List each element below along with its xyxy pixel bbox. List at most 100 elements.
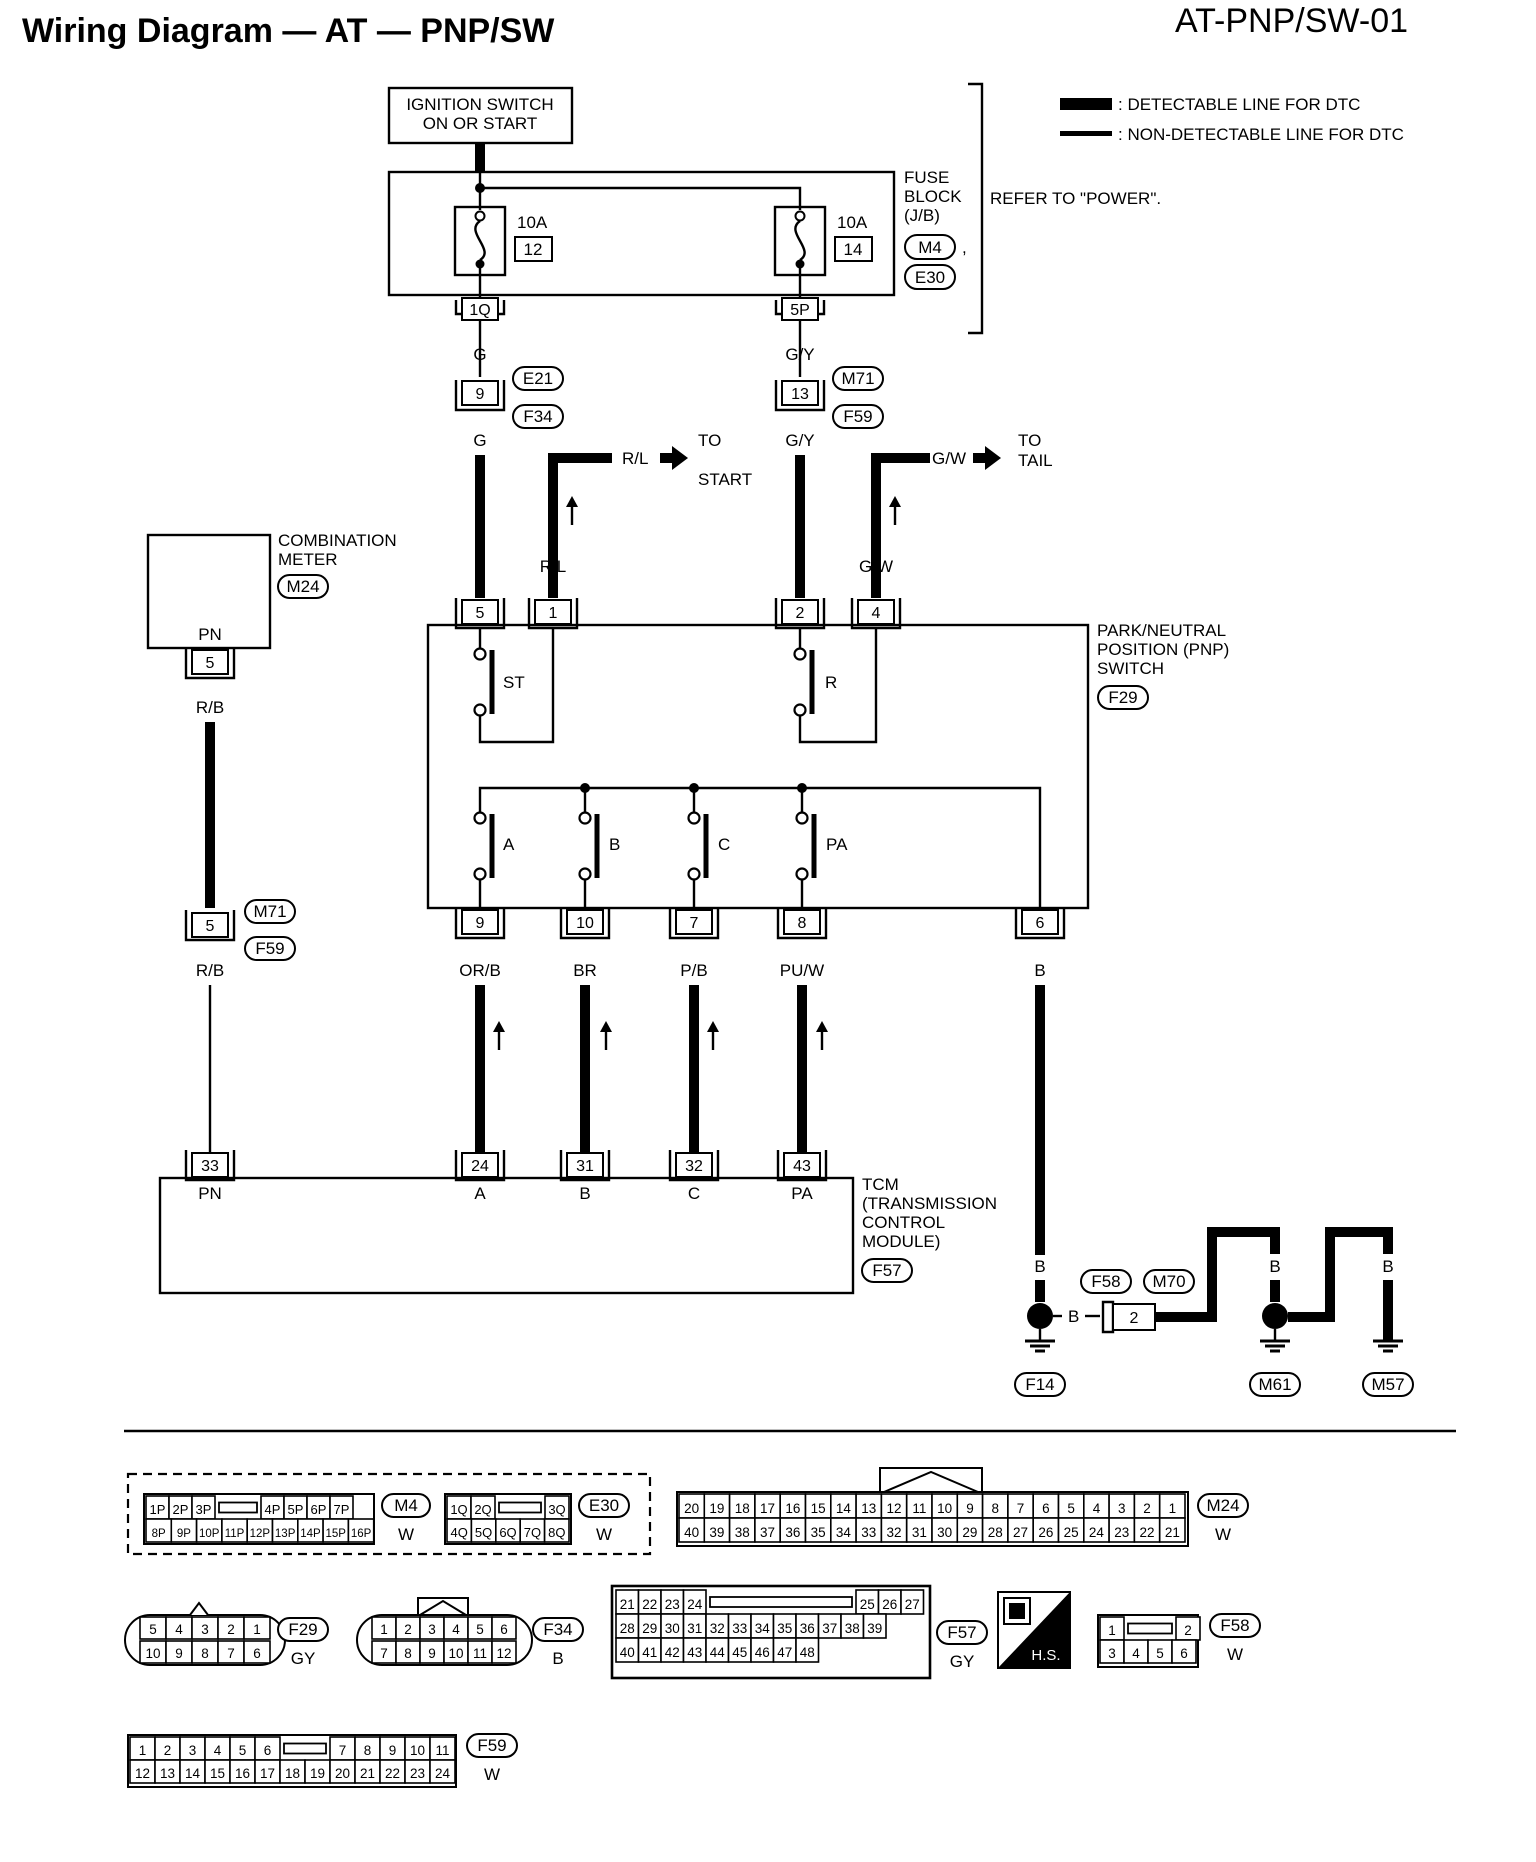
- pnp-top-pin-1: 1: [549, 605, 558, 622]
- fuse-block-label-2: BLOCK: [904, 187, 962, 206]
- ground-section: B B F14 2 F58 M70 B B M61 B B: [1014, 1227, 1414, 1397]
- connector-cell-label: 23: [665, 1597, 680, 1612]
- tcm-pin-43: 43: [793, 1158, 811, 1175]
- fuse-left-amp: 10A: [517, 213, 548, 232]
- connector-cell-label: 31: [687, 1621, 702, 1636]
- fuse-right-pin: 5P: [790, 302, 810, 319]
- meter-terminal-pn: PN: [198, 625, 222, 644]
- fuse-left-pin: 1Q: [469, 302, 490, 319]
- connector-cell-label: 44: [710, 1645, 726, 1660]
- connector-cell-label: 19: [310, 1766, 325, 1781]
- conn-f34-color: B: [552, 1649, 563, 1668]
- connector-cell-label: 8: [404, 1646, 412, 1661]
- fuse-block-label-1: FUSE: [904, 168, 949, 187]
- connector-cell-label: 11: [435, 1743, 449, 1758]
- connector-cell: [1032, 1517, 1060, 1543]
- connector-cell-label: 29: [642, 1621, 657, 1636]
- connector-cell-label: 32: [710, 1621, 725, 1636]
- connector-cell: [981, 1493, 1009, 1519]
- diagram-title: Wiring Diagram — AT — PNP/SW: [22, 12, 555, 50]
- fuse-block-conn-m4: M4: [918, 238, 942, 257]
- connector-cell-label: 21: [1165, 1525, 1180, 1540]
- connector-cell-label: 8: [201, 1646, 209, 1661]
- connector-cell-label: 3: [1118, 1501, 1126, 1516]
- wiring-lower: OR/B BR P/B PU/W B: [459, 961, 1046, 1255]
- connector-cell-label: 4: [175, 1622, 183, 1637]
- connector-cell-label: 47: [777, 1645, 792, 1660]
- conn-e30-color: W: [596, 1525, 612, 1544]
- connector-cell-label: 22: [385, 1766, 400, 1781]
- connector-cell: [862, 1613, 887, 1639]
- conn-f57-name: F57: [947, 1623, 976, 1642]
- conn-f34-name: F34: [543, 1620, 572, 1639]
- connector-cell-label: 14: [185, 1766, 201, 1781]
- pnp-top-pin-4: 4: [872, 605, 881, 622]
- connector-cell: [491, 1640, 517, 1664]
- tcm-label-2: (TRANSMISSION: [862, 1194, 997, 1213]
- legend-non-detectable-label: : NON-DETECTABLE LINE FOR DTC: [1118, 125, 1404, 144]
- connector-cell: [429, 1759, 456, 1784]
- connector-cell-label: 6: [253, 1646, 261, 1661]
- fuse-block-label-3: (J/B): [904, 206, 940, 225]
- connector-cell-label: 41: [642, 1645, 657, 1660]
- connector-cell-label: 29: [962, 1525, 977, 1540]
- connector-cell-label: 15P: [326, 1528, 347, 1540]
- connector-cell-label: 5P: [288, 1502, 304, 1517]
- ground-joint-pin: 2: [1130, 1310, 1139, 1327]
- ground-joint-conn-m70: M70: [1152, 1272, 1185, 1291]
- connector-cell-label: 1Q: [450, 1502, 467, 1517]
- connector-cell-label: 2P: [173, 1502, 189, 1517]
- pnp-bottom-pin-6: 6: [1036, 915, 1045, 932]
- connector-cell-label: 5: [239, 1743, 247, 1758]
- wire-label-puw: PU/W: [780, 961, 824, 980]
- connector-cell-label: 7: [339, 1743, 347, 1758]
- wiring-upper: G G/Y 9 E21 F34 13 M71 F59 G G/Y R/L TO …: [454, 320, 1053, 598]
- pnp-bottom-pin-8: 8: [798, 915, 807, 932]
- connector-cell-label: 10: [145, 1646, 160, 1661]
- connector-cell-label: 14P: [300, 1528, 321, 1540]
- fuse-block-conn-e30: E30: [915, 268, 945, 287]
- meter-joint-conn-m71: M71: [253, 902, 286, 921]
- connector-cell-label: 34: [836, 1525, 852, 1540]
- connector-cell-label: 20: [684, 1501, 699, 1516]
- connector-cell-label: 17: [260, 1766, 275, 1781]
- connector-cell-label: 24: [435, 1766, 451, 1781]
- connector-cell-label: 48: [800, 1645, 815, 1660]
- pnp-switch-pa: PA: [826, 835, 848, 854]
- connector-cell-label: 3: [201, 1622, 209, 1637]
- connector-cell-label: 9P: [177, 1528, 191, 1540]
- ground-f14-dot: [1027, 1303, 1053, 1329]
- connector-cell-label: 7P: [334, 1502, 350, 1517]
- ignition-label-2: ON OR START: [423, 114, 538, 133]
- wire-label-b-m61: B: [1269, 1257, 1280, 1276]
- connector-cell-label: 1: [139, 1743, 147, 1758]
- connector-cell-label: 15: [210, 1766, 225, 1781]
- connector-cell-label: 11P: [225, 1528, 245, 1540]
- connector-cell-label: 26: [882, 1597, 897, 1612]
- connector-cell-label: 4: [1132, 1646, 1140, 1661]
- tcm-pin-31: 31: [576, 1158, 594, 1175]
- meter-joint-pin: 5: [206, 918, 215, 935]
- connector-cell-label: 12: [135, 1766, 150, 1781]
- to-tail-to: TO: [1018, 431, 1041, 450]
- tcm-terminal-c: C: [688, 1184, 700, 1203]
- connector-cell-label: 31: [912, 1525, 927, 1540]
- connector-cell: [543, 1518, 570, 1543]
- connector-cell-label: 23: [410, 1766, 425, 1781]
- connector-cell-label: 10: [410, 1743, 425, 1758]
- connector-cell-label: 4: [452, 1622, 460, 1637]
- connector-cell-label: 32: [887, 1525, 902, 1540]
- tcm-pin-24: 24: [471, 1158, 489, 1175]
- tcm-pin-33: 33: [201, 1158, 219, 1175]
- connector-cell: [779, 1517, 807, 1543]
- connector-cell-label: 5: [1067, 1501, 1075, 1516]
- wire-label-gw-2: G/W: [859, 557, 893, 576]
- connector-cell-label: 37: [822, 1621, 837, 1636]
- ignition-switch: IGNITION SWITCH ON OR START: [387, 86, 574, 145]
- connector-cell: [1083, 1493, 1110, 1519]
- connector-cell-label: 21: [620, 1597, 635, 1612]
- conn-f58-color: W: [1227, 1645, 1243, 1664]
- connector-cell-label: 25: [1064, 1525, 1079, 1540]
- fuse-block: 10A 12 10A 14 1Q 5P: [387, 170, 896, 321]
